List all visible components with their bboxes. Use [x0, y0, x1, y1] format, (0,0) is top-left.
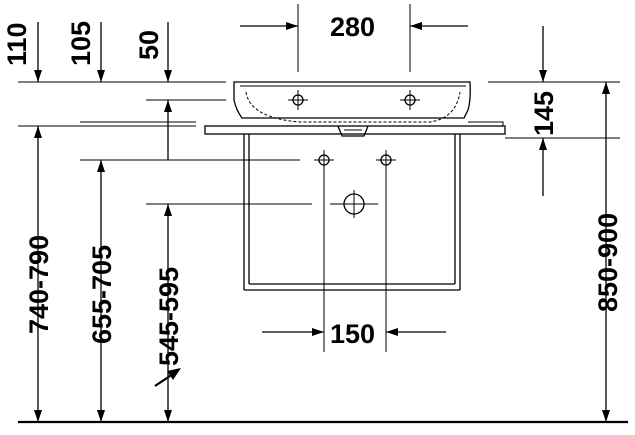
label-850-900: 850-900: [593, 213, 623, 312]
pointer-arrow-icon: [154, 368, 181, 387]
supply-hole-right: [376, 150, 396, 170]
dim-110: 110: [2, 22, 42, 82]
label-280: 280: [330, 12, 375, 42]
label-110: 110: [2, 22, 32, 66]
label-145: 145: [529, 91, 559, 136]
label-655-705: 655-705: [87, 245, 117, 344]
label-740-790: 740-790: [24, 235, 54, 334]
label-150: 150: [330, 319, 375, 349]
basin: [204, 81, 620, 139]
label-50: 50: [134, 30, 164, 60]
dim-150: 150: [262, 319, 446, 349]
label-105: 105: [66, 21, 96, 66]
dim-280: 280: [240, 4, 468, 72]
dim-740-790: 740-790: [24, 126, 54, 422]
dim-850-900: 850-900: [593, 82, 623, 422]
vanity-cabinet: [243, 134, 461, 291]
drain-hole: [330, 190, 378, 218]
dim-50: 50: [134, 22, 172, 160]
dim-105: 105: [66, 21, 105, 82]
faucet-hole-right: [400, 90, 420, 110]
supply-hole-left: [314, 150, 334, 170]
faucet-hole-left: [288, 90, 308, 110]
label-545-595: 545-595: [154, 267, 184, 366]
dim-655-705: 655-705: [87, 160, 117, 422]
dim-145: 145: [488, 26, 620, 196]
dim-545-595: 545-595: [154, 204, 184, 422]
